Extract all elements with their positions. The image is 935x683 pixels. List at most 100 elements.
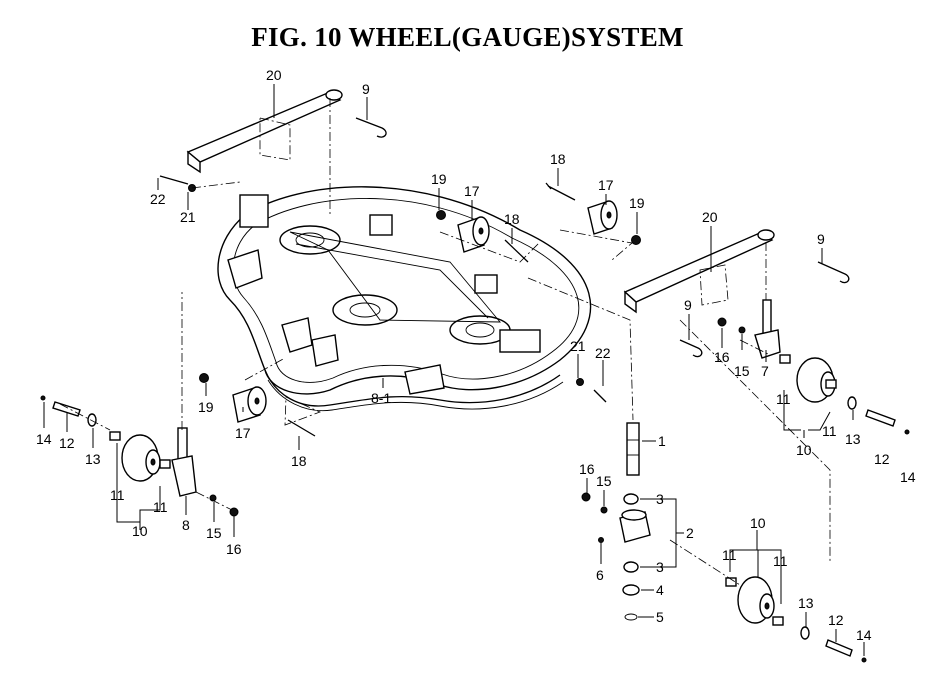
callout-11: 11 [822, 423, 837, 439]
nut-16-front [581, 492, 591, 502]
axle-bar-right [623, 229, 775, 314]
bushing-11-front-a [725, 577, 737, 587]
callout-10: 10 [132, 523, 148, 539]
callout-11: 11 [110, 487, 125, 503]
callout-9: 9 [684, 297, 692, 313]
callout-19: 19 [431, 171, 447, 187]
bolt-1 [545, 182, 576, 201]
callout-10: 10 [750, 515, 766, 531]
r-clip-2 [817, 261, 850, 284]
pin-14-front [861, 657, 867, 663]
axle-bolt-12-left [52, 401, 81, 417]
bearing-3-bottom [623, 561, 639, 573]
callout-22: 22 [150, 191, 166, 207]
washer-13-left [87, 413, 97, 427]
bushing-11-front-b [772, 616, 784, 626]
washer-15-right [738, 326, 746, 334]
washer-15-front [600, 506, 608, 514]
callout-13: 13 [798, 595, 814, 611]
figure-title: FIG. 10 WHEEL(GAUGE)SYSTEM [251, 22, 684, 52]
callout-7: 7 [761, 363, 769, 379]
bushing-11-left-b [159, 459, 171, 469]
callout-11: 11 [776, 391, 791, 407]
bushing-11-left-a [109, 431, 121, 441]
mower-deck [217, 186, 592, 412]
axle-bar-left [186, 89, 343, 174]
nut-16-right [717, 317, 727, 327]
callout-labels: 20 9 22 21 19 17 18 18 17 19 20 9 9 16 1… [36, 67, 916, 643]
callout-9: 9 [362, 81, 370, 97]
bushing-11-right-b [825, 379, 837, 389]
callout-8: 8 [182, 517, 190, 533]
callout-12: 12 [59, 435, 75, 451]
washer-21-right [576, 378, 584, 386]
callout-14: 14 [900, 469, 916, 485]
callout-22: 22 [595, 345, 611, 361]
callout-18: 18 [504, 211, 520, 227]
callout-16: 16 [226, 541, 242, 557]
washer-4 [622, 584, 640, 596]
roller-1 [457, 216, 490, 253]
bushing-11-right-a [779, 354, 791, 364]
callout-19: 19 [629, 195, 645, 211]
pin-14-left [40, 395, 46, 401]
roller-2 [587, 200, 618, 235]
callout-12: 12 [828, 612, 844, 628]
callout-17: 17 [235, 425, 251, 441]
washer-13-right [847, 396, 857, 410]
callout-4: 4 [656, 582, 664, 598]
leader-lines [43, 84, 865, 656]
callout-11: 11 [153, 499, 168, 515]
callout-15: 15 [734, 363, 750, 379]
callout-6: 6 [596, 567, 604, 583]
caster-arm-left [171, 427, 197, 497]
callout-11: 11 [773, 553, 788, 569]
callout-14: 14 [856, 627, 872, 643]
clip-5 [624, 613, 638, 621]
callout-11: 11 [722, 547, 737, 563]
callout-15: 15 [596, 473, 612, 489]
caster-spindle-1 [626, 422, 640, 476]
callout-1: 1 [658, 433, 666, 449]
nut-1 [436, 210, 446, 220]
callout-18: 18 [550, 151, 566, 167]
grease-fitting-6 [598, 537, 604, 543]
callout-9: 9 [817, 231, 825, 247]
callout-17: 17 [598, 177, 614, 193]
caster-housing-2 [619, 509, 651, 543]
nut-3 [199, 373, 209, 383]
bearing-3-top [623, 493, 639, 505]
callout-12: 12 [874, 451, 890, 467]
callout-13: 13 [845, 431, 861, 447]
roller-3 [232, 386, 267, 423]
axle-bolt-12-right [865, 409, 896, 427]
callout-18: 18 [291, 453, 307, 469]
r-clip-1 [355, 117, 387, 138]
callout-21: 21 [180, 209, 196, 225]
r-clip-3 [679, 339, 703, 358]
callout-16: 16 [714, 349, 730, 365]
callout-3: 3 [656, 559, 664, 575]
wheel-front [737, 576, 775, 624]
callout-2: 2 [686, 525, 694, 541]
bolt-3 [287, 419, 316, 437]
callout-16: 16 [579, 461, 595, 477]
axle-bolt-12-front [825, 639, 853, 657]
callout-5: 5 [656, 609, 664, 625]
nut-2 [631, 235, 641, 245]
callout-15: 15 [206, 525, 222, 541]
callout-20: 20 [702, 209, 718, 225]
callout-21: 21 [570, 338, 586, 354]
assembly-lines [59, 98, 831, 586]
bolt-22-left [159, 175, 189, 185]
bolt-22-right [593, 389, 607, 403]
callout-13: 13 [85, 451, 101, 467]
callout-14: 14 [36, 431, 52, 447]
callout-8-1: 8-1 [371, 390, 391, 406]
washer-13-front [800, 626, 810, 640]
callout-20: 20 [266, 67, 282, 83]
pin-14-right [904, 429, 910, 435]
wheel-left [121, 434, 161, 482]
